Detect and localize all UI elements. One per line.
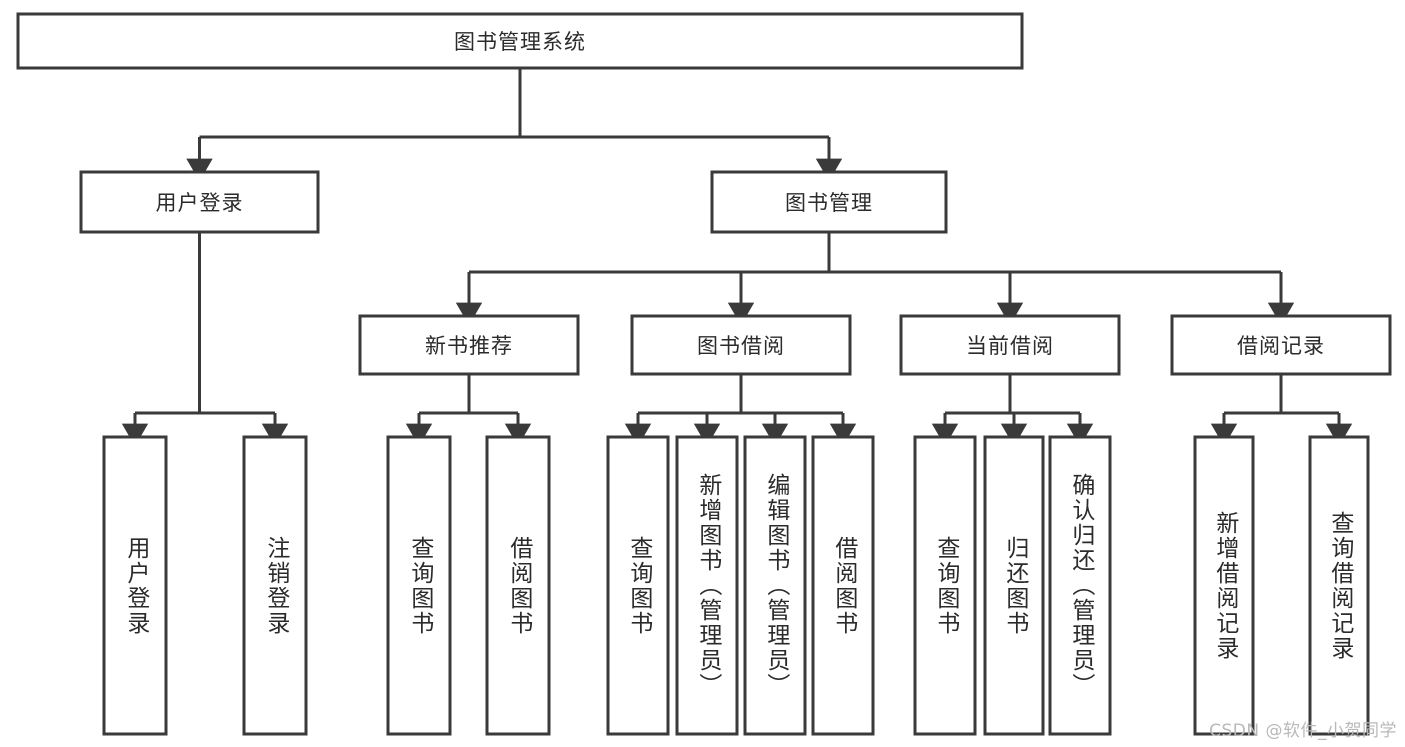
connectors-layer (121, 68, 1353, 447)
node-leaf-2-查询图书[interactable] (386, 435, 452, 736)
node-l3-当前借阅[interactable] (899, 314, 1121, 376)
node-leaf-8-查询图书[interactable] (913, 435, 977, 736)
node-leaf-1-注销登录[interactable] (242, 435, 308, 736)
node-leaf-5-新增图书管理员[interactable] (675, 435, 739, 736)
node-leaf-9-归还图书[interactable] (983, 435, 1045, 736)
node-l2-用户登录[interactable] (79, 170, 320, 234)
node-leaf-4-查询图书[interactable] (606, 435, 670, 736)
node-root-system[interactable] (16, 12, 1024, 70)
node-leaf-6-编辑图书管理员[interactable] (743, 435, 807, 736)
node-leaf-0-用户登录[interactable] (102, 435, 168, 736)
boxes-layer (16, 12, 1392, 736)
node-leaf-3-借阅图书[interactable] (485, 435, 551, 736)
node-leaf-12-查询借阅记录[interactable] (1308, 435, 1370, 736)
node-leaf-10-确认归还管理员[interactable] (1048, 435, 1112, 736)
node-l3-图书借阅[interactable] (630, 314, 852, 376)
node-l3-新书推荐[interactable] (358, 314, 580, 376)
node-leaf-11-新增借阅记录[interactable] (1193, 435, 1255, 736)
node-l2-图书管理[interactable] (710, 170, 948, 234)
node-leaf-7-借阅图书[interactable] (811, 435, 875, 736)
node-l3-借阅记录[interactable] (1170, 314, 1392, 376)
watermark-text: CSDN @软件_小贺同学 (1209, 721, 1397, 741)
